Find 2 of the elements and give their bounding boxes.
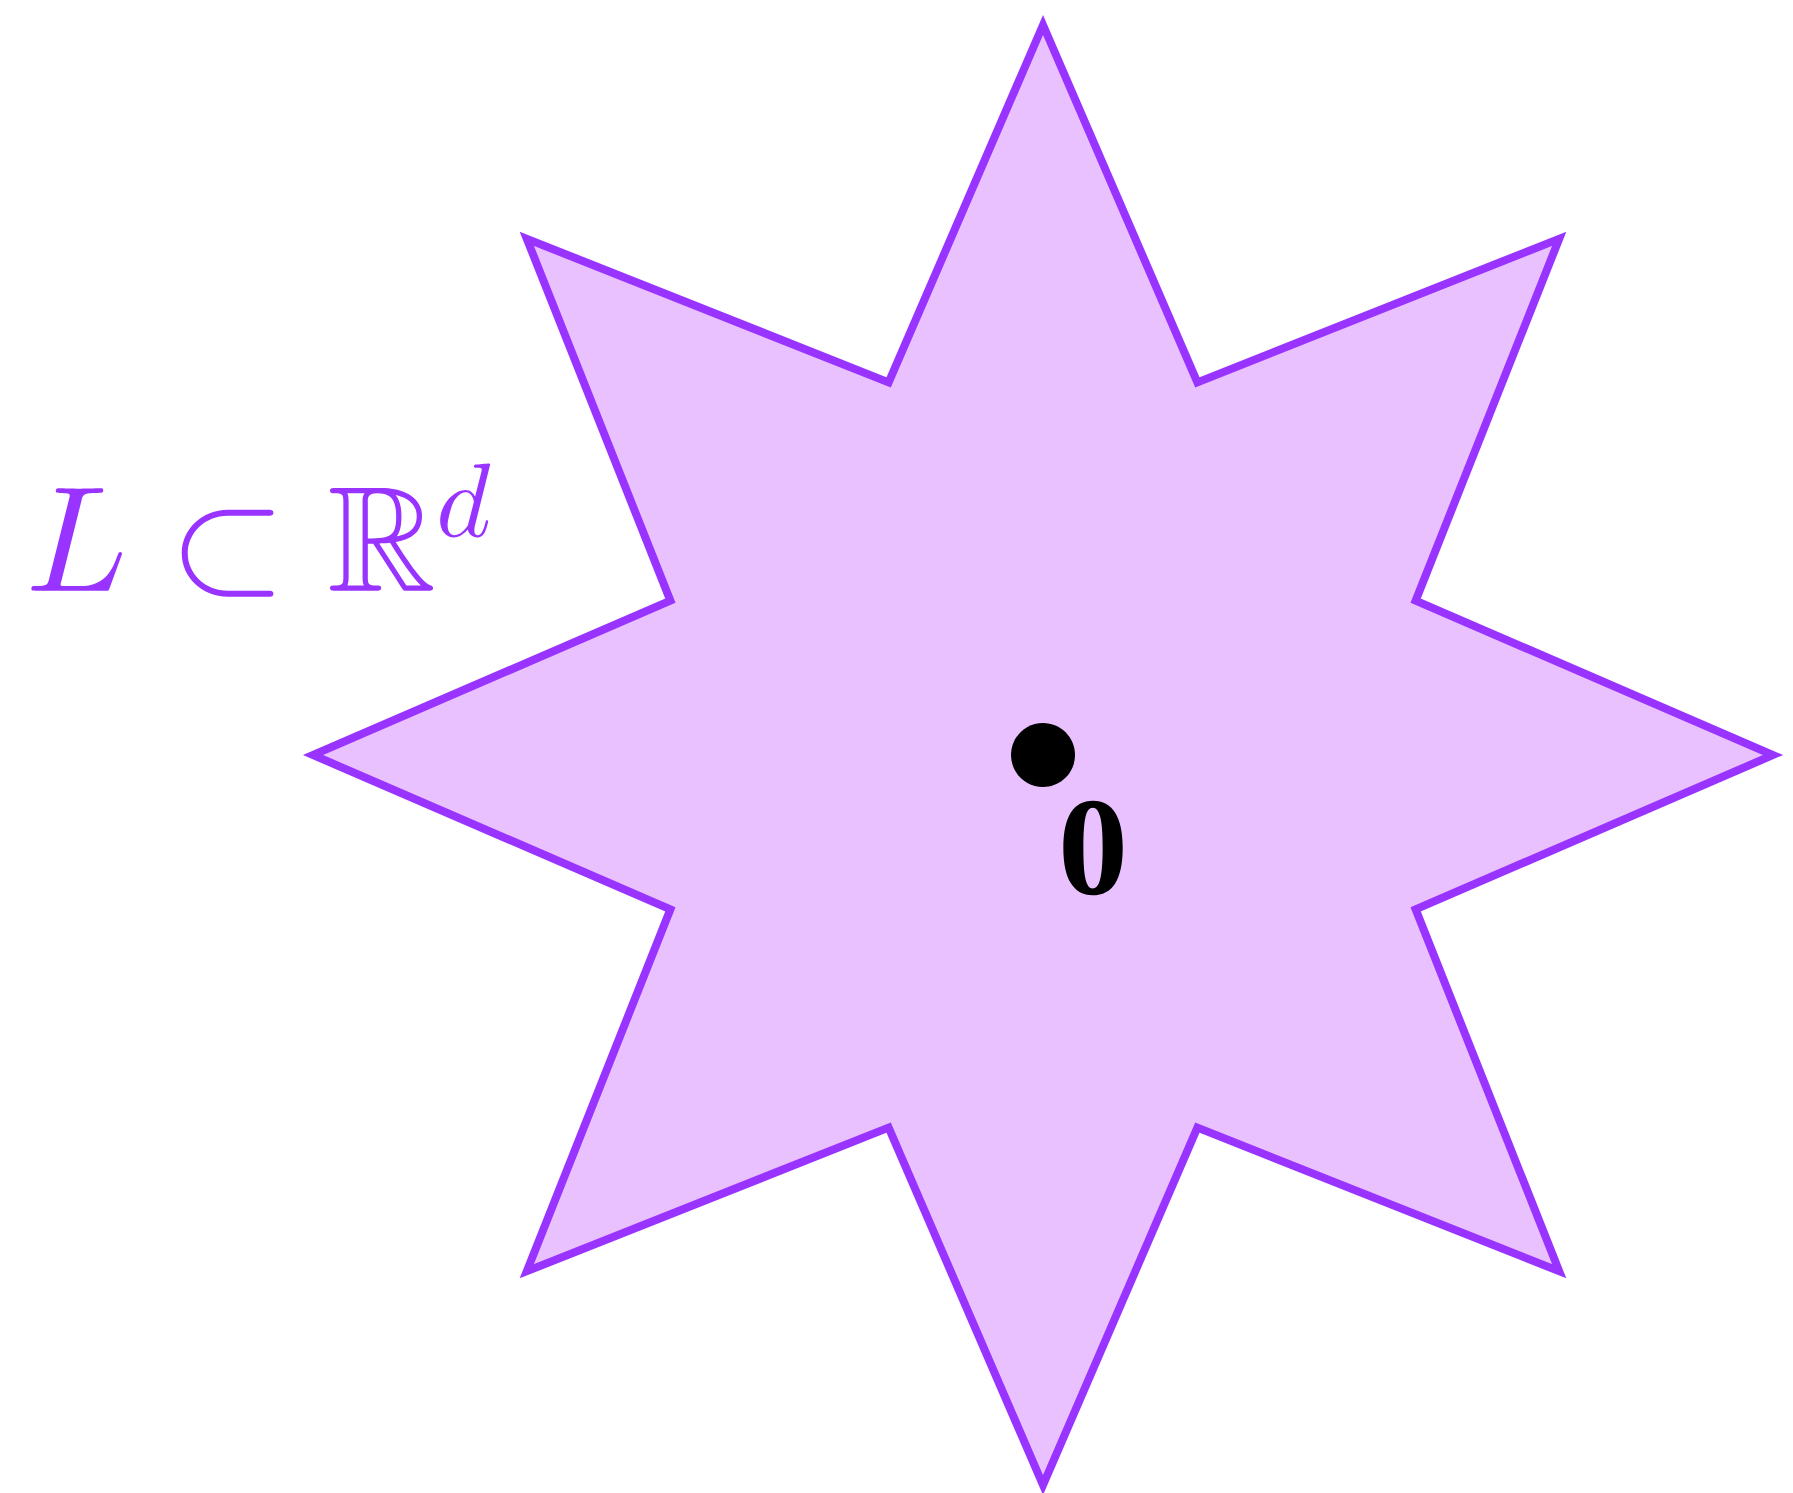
origin-label: $\mathbf{0}$ [1063,800,1123,896]
set-formula: $L \subset \mathbb{R}^d$ [31,463,491,597]
